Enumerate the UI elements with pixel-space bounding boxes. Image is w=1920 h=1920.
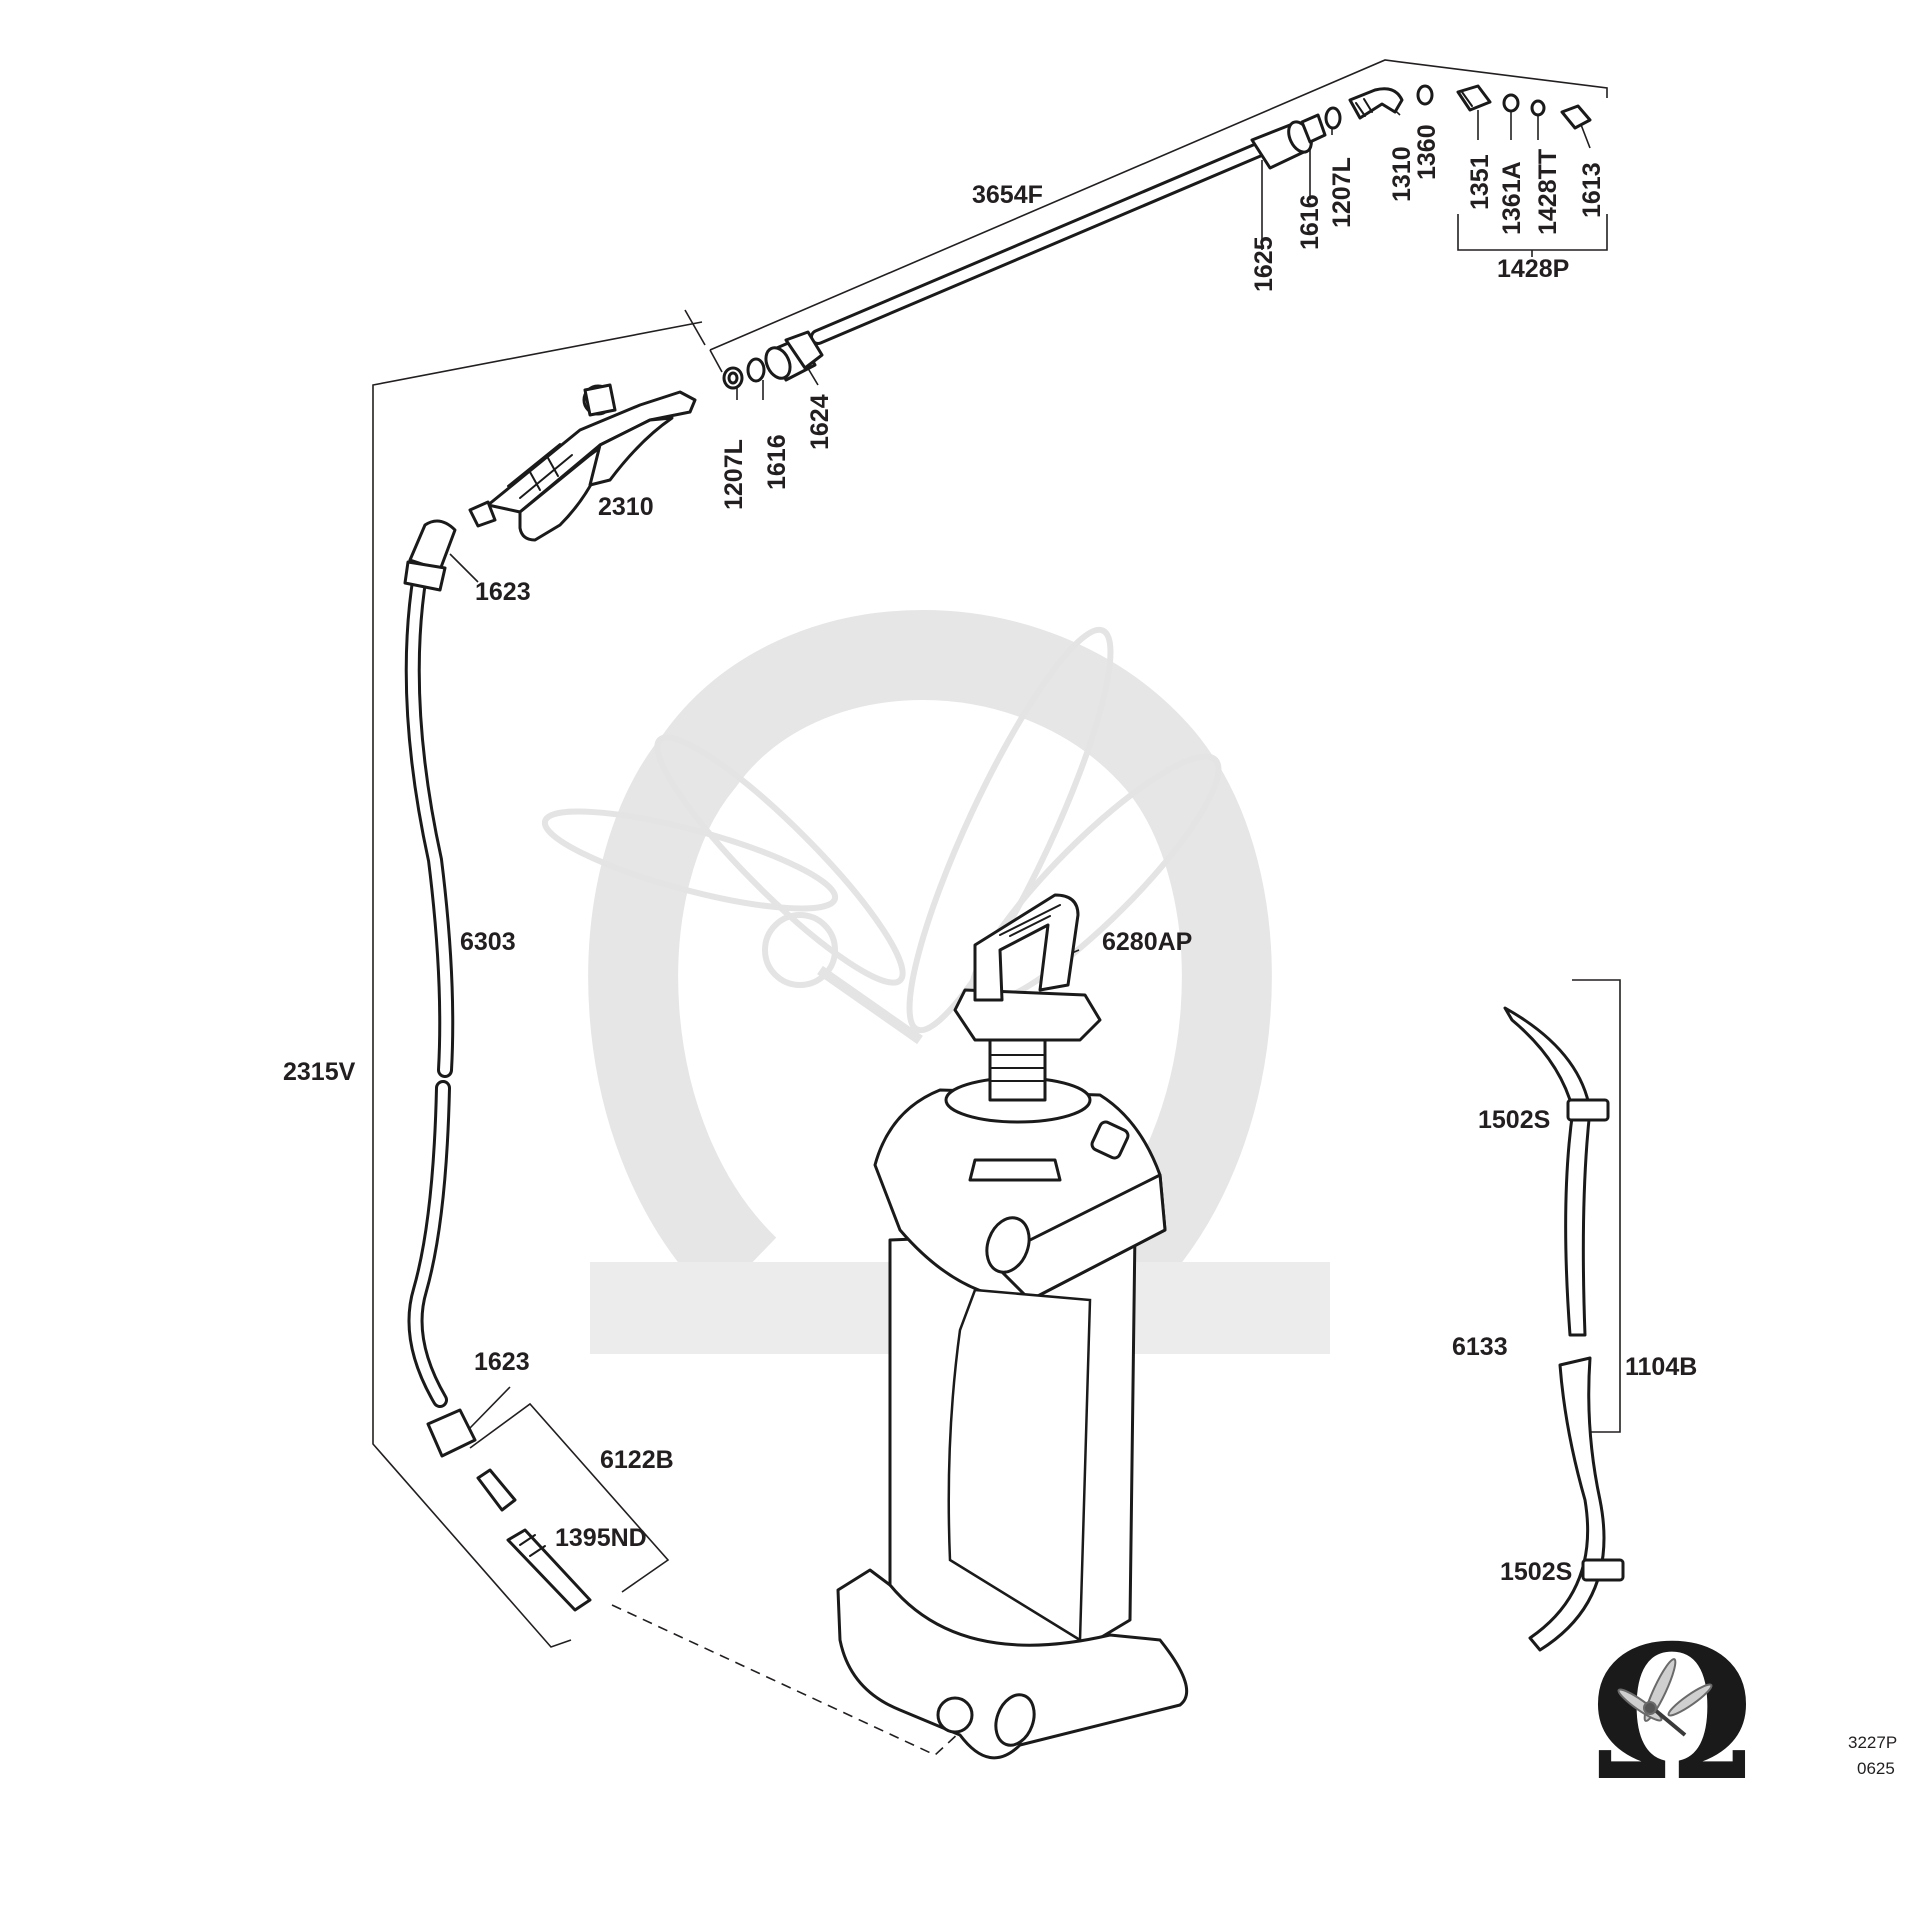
label-strap-buckle-top: 1502S	[1478, 1106, 1550, 1134]
omega-dragonfly-logo: Ω	[1590, 1604, 1755, 1822]
label-pump: 6280AP	[1102, 928, 1192, 956]
lance-gasket-right-part	[1324, 106, 1342, 130]
label-lance-nut-left: 1624	[806, 394, 834, 450]
label-hose: 6303	[460, 928, 516, 956]
hose-nut-bottom-part	[426, 1408, 477, 1458]
label-nozzle-oring: 1361A	[1498, 161, 1526, 235]
strap-buckle-bottom-part	[1581, 1558, 1625, 1582]
label-nozzle-cap: 1613	[1578, 162, 1606, 218]
label-lance-insert-left: 1616	[763, 434, 791, 490]
washer-part	[1416, 84, 1434, 106]
nozzle-cap-part	[1560, 104, 1592, 130]
lance-insert-left-part	[746, 357, 766, 383]
label-hose-nut-top: 1623	[475, 578, 531, 606]
hose-nut-top-part	[403, 519, 457, 592]
lance-nut-right-part	[1250, 120, 1313, 170]
lance-gasket-left-part	[722, 366, 744, 390]
elbow-part	[1348, 87, 1404, 120]
drawing-revision: 0625	[1857, 1759, 1895, 1778]
label-strap-buckle-bottom: 1502S	[1500, 1558, 1572, 1586]
nozzle-oring-part	[1502, 93, 1520, 113]
label-lance-gasket-right: 1207L	[1328, 157, 1356, 228]
label-connector-kit: 6122B	[600, 1446, 674, 1474]
label-nozzle-body: 1351	[1466, 154, 1494, 210]
lance-insert-right-part	[1300, 113, 1327, 144]
drawing-number: 3227P	[1848, 1733, 1897, 1752]
label-lance: 3654F	[972, 181, 1043, 209]
hose-part	[404, 567, 455, 1408]
label-connector: 1395ND	[555, 1524, 647, 1552]
label-lance-nut-right: 1625	[1250, 236, 1278, 292]
nozzle-body-part	[1456, 84, 1492, 112]
label-lance-gasket-left: 1207L	[720, 439, 748, 510]
strap-buckle-top-part	[1566, 1098, 1610, 1122]
label-hose-nut-bottom: 1623	[474, 1348, 530, 1376]
label-hose-assembly: 2315V	[283, 1058, 356, 1086]
lance-nut-left-part	[764, 330, 824, 382]
label-washer: 1360	[1413, 124, 1441, 180]
label-elbow: 1310	[1388, 146, 1416, 202]
label-nozzle-assembly: 1428P	[1497, 255, 1569, 283]
label-strap-assembly: 1104B	[1625, 1353, 1697, 1381]
leader-lines	[372, 59, 1621, 1756]
connector-kit-part	[476, 1468, 592, 1612]
pump-handle-part	[953, 893, 1102, 1042]
label-lance-insert-right: 1616	[1296, 194, 1324, 250]
spray-gun-part	[468, 383, 697, 542]
lance-tube	[810, 142, 1266, 345]
label-nozzle-tip: 1428TT	[1534, 149, 1562, 235]
sprayer-tank-part	[836, 1038, 1189, 1760]
label-gun: 2310	[598, 493, 654, 521]
label-strap: 6133	[1452, 1333, 1508, 1361]
nozzle-tip-part	[1530, 99, 1546, 117]
